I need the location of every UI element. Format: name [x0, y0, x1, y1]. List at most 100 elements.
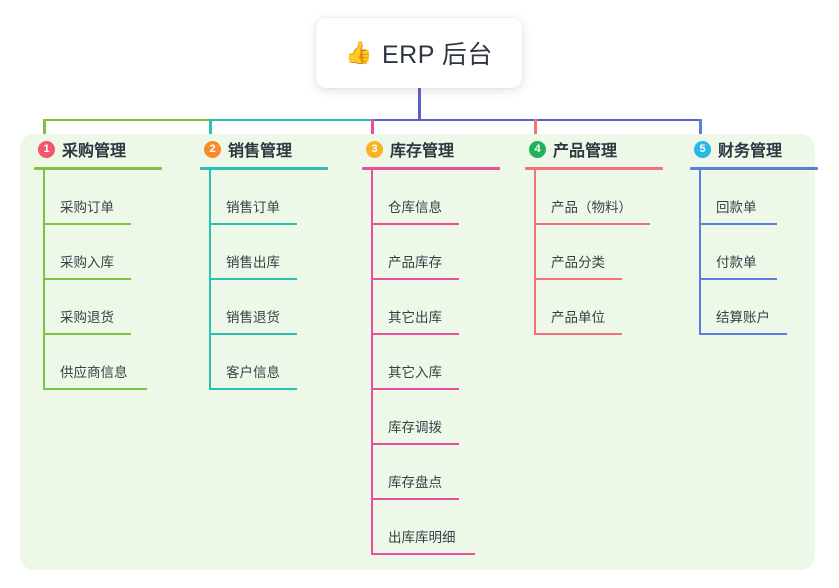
leaf-item[interactable]: 销售退货	[200, 280, 350, 335]
branch-spine	[43, 170, 45, 390]
branch-number-badge: 3	[366, 140, 383, 158]
thumbs-up-icon: 👍	[345, 40, 373, 65]
leaf-item[interactable]: 采购订单	[34, 170, 184, 225]
connector-root-stem	[418, 88, 421, 121]
leaf-item[interactable]: 产品单位	[525, 280, 685, 335]
leaf-item[interactable]: 仓库信息	[362, 170, 522, 225]
leaf-item-label: 库存调拨	[388, 420, 442, 435]
leaf-item-label: 其它出库	[388, 310, 442, 325]
leaf-item-label: 采购入库	[60, 255, 114, 270]
root-node-label: ERP 后台	[382, 41, 493, 69]
leaf-item[interactable]: 采购退货	[34, 280, 184, 335]
branch-header-1[interactable]: 1 采购管理	[34, 134, 184, 164]
leaf-item[interactable]: 产品库存	[362, 225, 522, 280]
branch-column-1: 1 采购管理采购订单采购入库采购退货供应商信息	[34, 134, 184, 390]
leaf-item-label: 供应商信息	[60, 365, 128, 380]
leaf-item-rule	[534, 278, 622, 280]
branch-spine	[371, 170, 373, 555]
branch-column-3: 3 库存管理仓库信息产品库存其它出库其它入库库存调拨库存盘点出库库明细	[362, 134, 522, 555]
leaf-item[interactable]: 结算账户	[690, 280, 839, 335]
branch-item-list: 产品（物料） 产品分类产品单位	[525, 170, 685, 335]
leaf-item[interactable]: 销售订单	[200, 170, 350, 225]
branch-header-4[interactable]: 4 产品管理	[525, 134, 685, 164]
leaf-item-rule	[371, 223, 459, 225]
branch-number-badge: 1	[38, 140, 55, 158]
branch-column-5: 5 财务管理回款单付款单结算账户	[690, 134, 839, 335]
leaf-item-rule	[371, 553, 475, 555]
leaf-item-label: 客户信息	[226, 365, 280, 380]
leaf-item[interactable]: 产品分类	[525, 225, 685, 280]
branch-number-badge: 2	[204, 140, 221, 158]
leaf-item-label: 采购退货	[60, 310, 114, 325]
leaf-item-label: 结算账户	[716, 310, 770, 325]
branch-number-badge: 4	[529, 140, 546, 158]
leaf-item-rule	[371, 333, 459, 335]
branch-number-badge: 5	[694, 140, 711, 158]
branch-header-rule	[362, 167, 500, 170]
branch-title: 库存管理	[390, 143, 455, 160]
leaf-item-label: 出库库明细	[388, 530, 456, 545]
connector-bus-segment-1	[43, 119, 210, 121]
leaf-item-rule	[699, 278, 777, 280]
leaf-item-rule	[699, 223, 777, 225]
branch-title: 产品管理	[553, 143, 618, 160]
branch-title: 财务管理	[718, 143, 783, 160]
branch-title: 采购管理	[62, 143, 127, 160]
leaf-item-rule	[43, 223, 131, 225]
branch-column-4: 4 产品管理产品（物料） 产品分类产品单位	[525, 134, 685, 335]
leaf-item[interactable]: 其它入库	[362, 335, 522, 390]
leaf-item-label: 销售出库	[226, 255, 280, 270]
branch-title: 销售管理	[228, 143, 293, 160]
branch-item-list: 销售订单销售出库销售退货客户信息	[200, 170, 350, 390]
branch-item-list: 仓库信息产品库存其它出库其它入库库存调拨库存盘点出库库明细	[362, 170, 522, 555]
leaf-item-rule	[534, 223, 650, 225]
leaf-item[interactable]: 产品（物料）	[525, 170, 685, 225]
leaf-item[interactable]: 销售出库	[200, 225, 350, 280]
leaf-item-label: 回款单	[716, 200, 757, 215]
leaf-item[interactable]: 回款单	[690, 170, 839, 225]
branch-header-rule	[34, 167, 162, 170]
leaf-item-label: 库存盘点	[388, 475, 442, 490]
branch-spine	[534, 170, 536, 335]
leaf-item-label: 仓库信息	[388, 200, 442, 215]
leaf-item-rule	[209, 278, 297, 280]
leaf-item[interactable]: 客户信息	[200, 335, 350, 390]
leaf-item-label: 产品（物料）	[551, 200, 632, 215]
branch-spine	[699, 170, 701, 335]
leaf-item-label: 产品分类	[551, 255, 605, 270]
branch-item-list: 回款单付款单结算账户	[690, 170, 839, 335]
mindmap-panel: 1 采购管理采购订单采购入库采购退货供应商信息 2 销售管理销售订单销售出库销售退货客…	[20, 134, 818, 570]
branch-header-3[interactable]: 3 库存管理	[362, 134, 522, 164]
leaf-item-label: 付款单	[716, 255, 757, 270]
leaf-item-rule	[699, 333, 787, 335]
leaf-item-label: 采购订单	[60, 200, 114, 215]
branch-item-list: 采购订单采购入库采购退货供应商信息	[34, 170, 184, 390]
leaf-item-rule	[371, 388, 459, 390]
leaf-item-rule	[209, 333, 297, 335]
leaf-item[interactable]: 出库库明细	[362, 500, 522, 555]
leaf-item[interactable]: 库存盘点	[362, 445, 522, 500]
leaf-item[interactable]: 付款单	[690, 225, 839, 280]
leaf-item-rule	[534, 333, 622, 335]
leaf-item[interactable]: 库存调拨	[362, 390, 522, 445]
root-node-card[interactable]: 👍 ERP 后台	[316, 18, 522, 88]
leaf-item-label: 销售退货	[226, 310, 280, 325]
leaf-item-label: 其它入库	[388, 365, 442, 380]
leaf-item[interactable]: 采购入库	[34, 225, 184, 280]
leaf-item-label: 产品单位	[551, 310, 605, 325]
leaf-item[interactable]: 供应商信息	[34, 335, 184, 390]
leaf-item-rule	[371, 498, 459, 500]
leaf-item-label: 销售订单	[226, 200, 280, 215]
branch-header-5[interactable]: 5 财务管理	[690, 134, 839, 164]
branch-header-2[interactable]: 2 销售管理	[200, 134, 350, 164]
leaf-item[interactable]: 其它出库	[362, 280, 522, 335]
connector-bus-segment-2	[209, 119, 372, 121]
leaf-item-rule	[371, 443, 459, 445]
leaf-item-rule	[371, 278, 459, 280]
leaf-item-rule	[43, 333, 131, 335]
leaf-item-rule	[209, 388, 297, 390]
leaf-item-rule	[43, 278, 131, 280]
root-node-title-wrap: 👍 ERP 后台	[345, 35, 493, 71]
branch-header-rule	[200, 167, 328, 170]
branch-column-2: 2 销售管理销售订单销售出库销售退货客户信息	[200, 134, 350, 390]
